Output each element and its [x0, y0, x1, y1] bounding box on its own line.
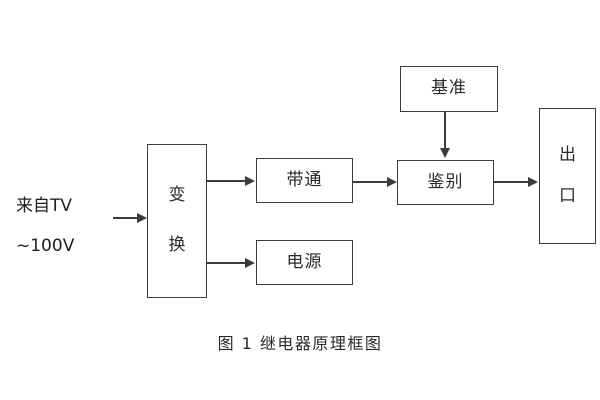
node-power[interactable]: 电源: [256, 240, 353, 285]
node-convert[interactable]: 变 换: [147, 144, 207, 298]
connector-discriminate-to-output: [494, 181, 530, 183]
figure-caption: 图 1 继电器原理框图: [217, 334, 383, 353]
node-discriminate[interactable]: 鉴别: [397, 160, 494, 205]
node-bandpass[interactable]: 带通: [256, 158, 353, 203]
connector-source-to-convert: [113, 217, 139, 219]
arrowhead-convert-to-bandpass: [245, 176, 255, 186]
arrowhead-reference-to-discriminate: [440, 148, 450, 158]
node-convert-char1: 变: [168, 185, 186, 206]
node-output-char1: 出: [559, 144, 576, 165]
node-discriminate-label: 鉴别: [427, 171, 464, 192]
arrowhead-source-to-convert: [137, 213, 147, 223]
node-bandpass-label: 带通: [286, 169, 323, 190]
source-label-line2: ~100V: [16, 236, 75, 256]
arrowhead-convert-to-power: [245, 258, 255, 268]
source-label-line1: 来自TV: [16, 196, 73, 216]
connector-convert-to-power: [207, 262, 247, 264]
node-reference[interactable]: 基准: [400, 66, 498, 112]
connector-convert-to-bandpass: [207, 180, 247, 182]
connector-bandpass-to-discriminate: [353, 181, 389, 183]
node-output-char2: 口: [559, 185, 576, 206]
arrowhead-bandpass-to-discriminate: [387, 177, 397, 187]
connector-reference-to-discriminate: [444, 112, 446, 150]
node-reference-label: 基准: [431, 78, 467, 99]
arrowhead-discriminate-to-output: [528, 177, 538, 187]
node-power-label: 电源: [286, 251, 323, 272]
node-output[interactable]: 出 口: [539, 108, 596, 244]
node-convert-char2: 换: [168, 235, 186, 256]
